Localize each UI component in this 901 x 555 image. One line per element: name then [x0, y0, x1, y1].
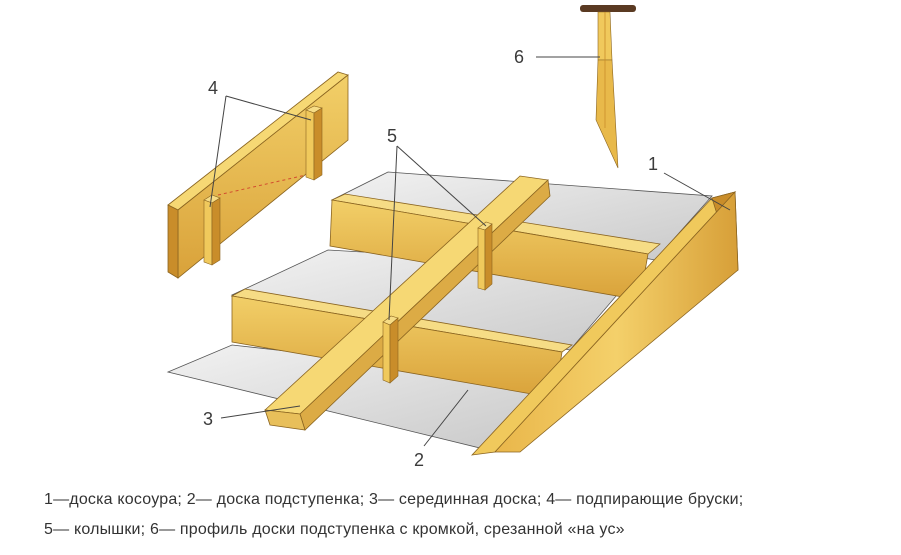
label-1: 1 — [648, 154, 658, 174]
riser-profile — [580, 5, 636, 169]
label-6: 6 — [514, 47, 524, 67]
stake-lower — [382, 315, 399, 384]
label-5: 5 — [387, 126, 397, 146]
stringer-board — [470, 191, 739, 456]
caption-line-1: 1—доска косоура; 2— доска подступенка; 3… — [44, 491, 744, 508]
support-board-assembly — [167, 71, 349, 279]
stakes — [382, 221, 493, 384]
formwork-diagram: 1 2 3 4 5 6 — [166, 5, 739, 470]
label-3: 3 — [203, 409, 213, 429]
label-4: 4 — [208, 78, 218, 98]
figure-caption: 1—доска косоура; 2— доска подступенка; 3… — [44, 485, 884, 545]
caption-line-2: 5— колышки; 6— профиль доски подступенка… — [44, 521, 625, 538]
label-2: 2 — [414, 450, 424, 470]
support-bar-back — [305, 105, 323, 181]
leader-lines — [209, 56, 731, 447]
support-bar-front — [203, 194, 221, 266]
stake-upper — [477, 221, 493, 291]
